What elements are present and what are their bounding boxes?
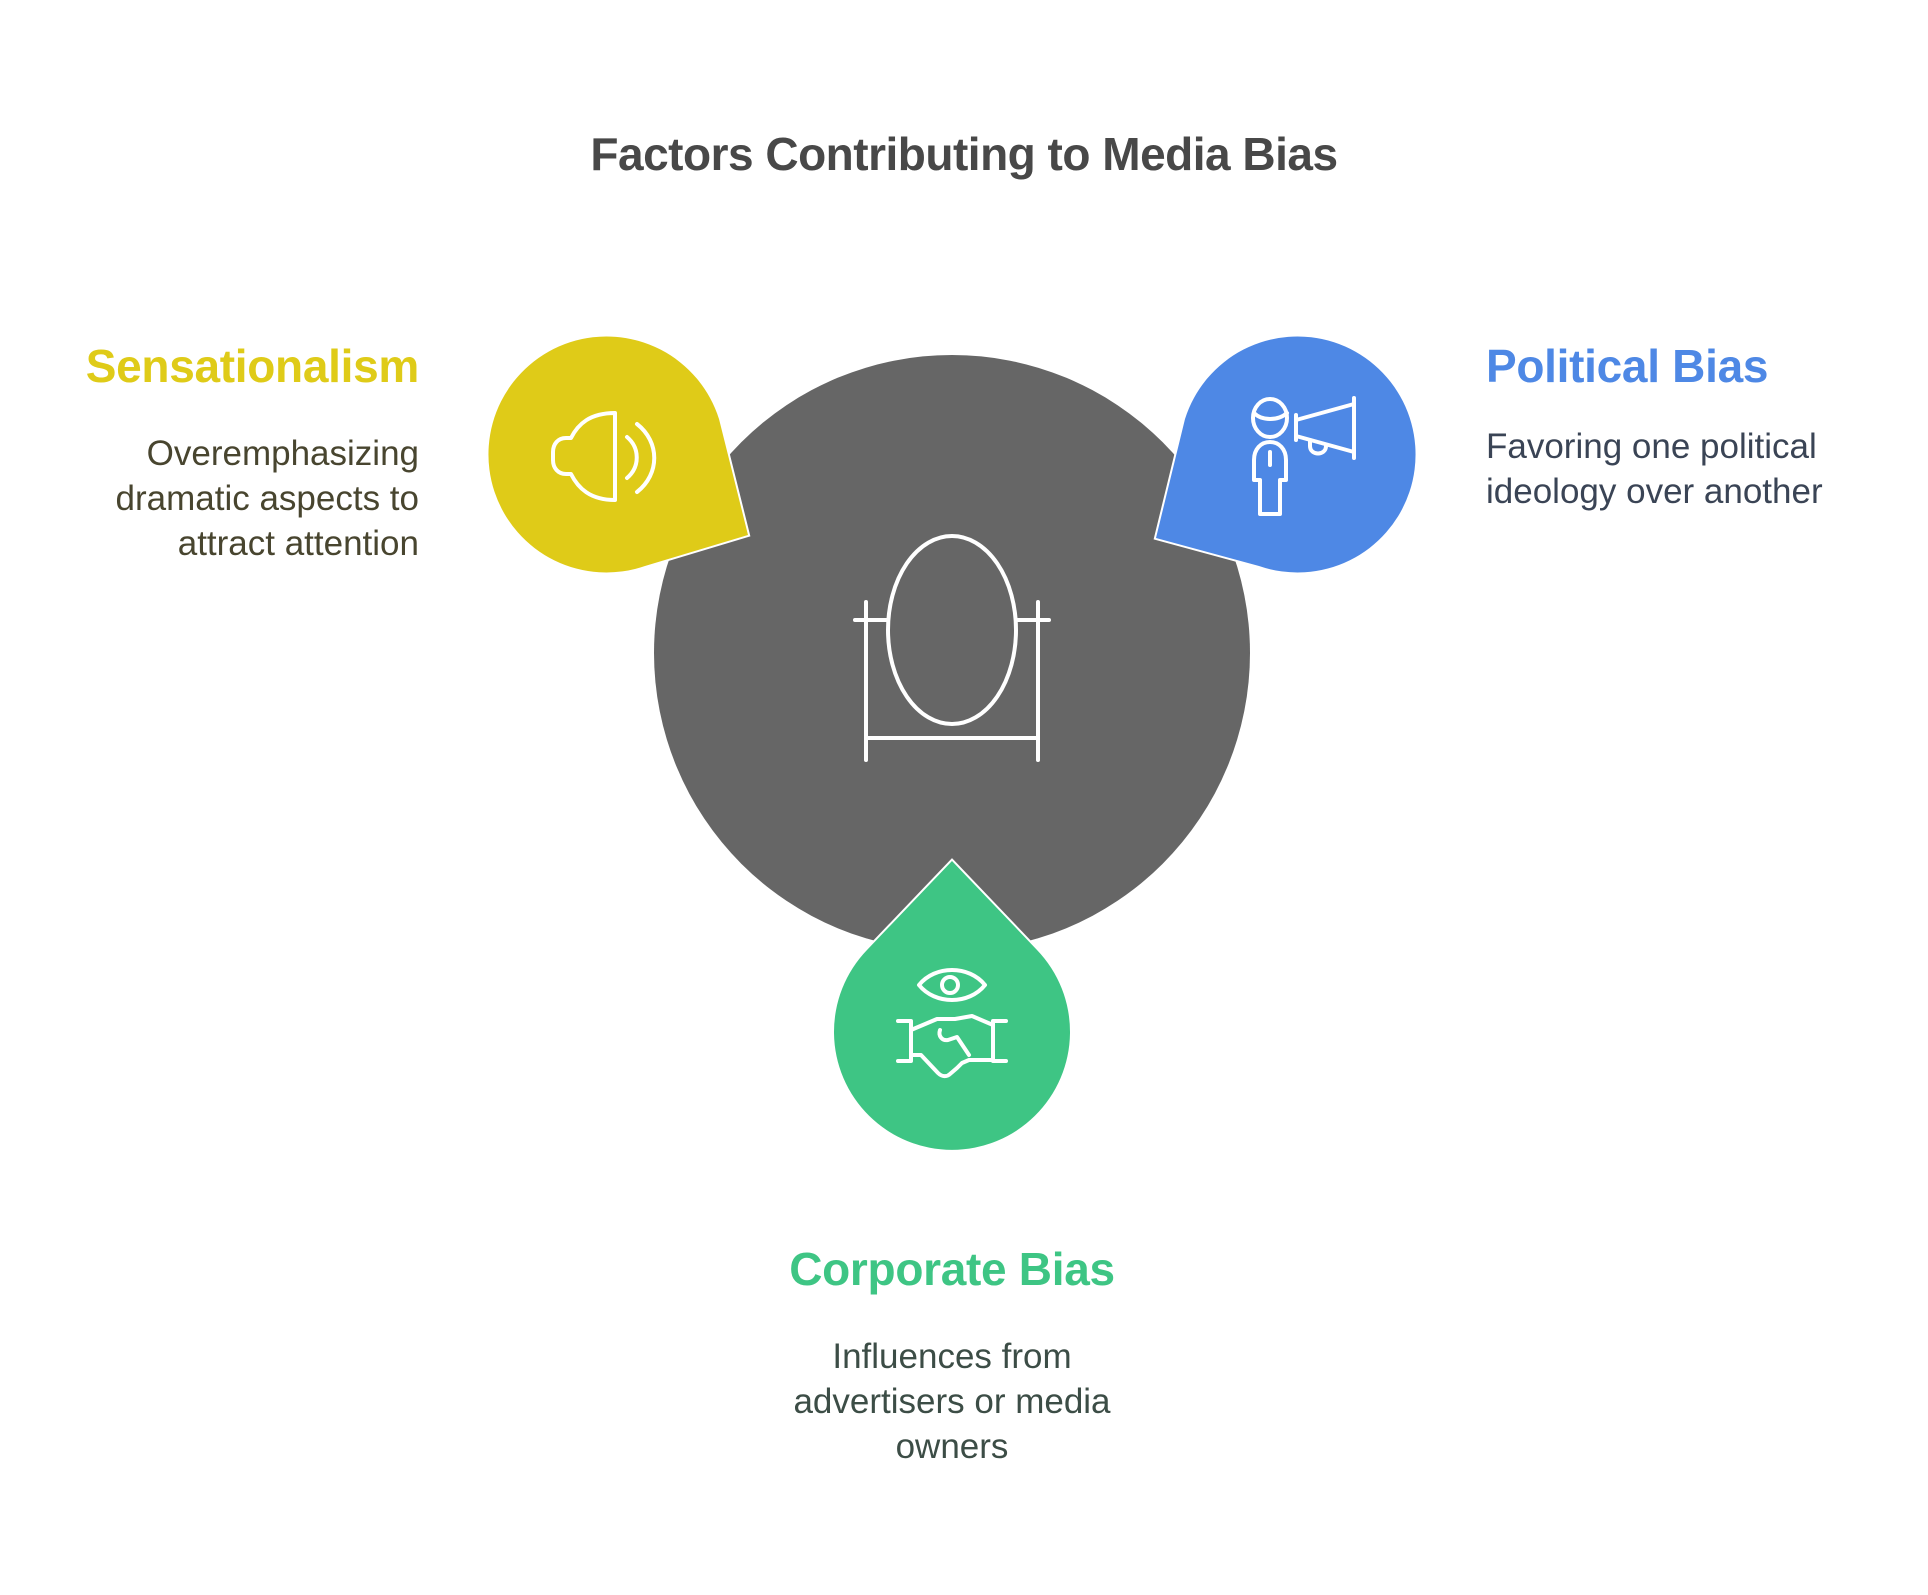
person-megaphone-icon xyxy=(1251,396,1356,516)
diagram-title: Factors Contributing to Media Bias xyxy=(590,128,1338,180)
political-bias-description: Favoring one political ideology over ano… xyxy=(1486,424,1823,514)
speaker-icon xyxy=(551,411,657,502)
mirror-icon xyxy=(853,534,1051,762)
description-line: attract attention xyxy=(177,524,419,563)
corporate-bias-drop xyxy=(832,858,1072,1152)
sensationalism-description: Overemphasizing dramatic aspects to attr… xyxy=(116,431,419,566)
corporate-bias-label: Corporate Bias xyxy=(789,1243,1115,1295)
description-line: ideology over another xyxy=(1486,472,1823,511)
description-line: dramatic aspects to xyxy=(115,479,419,518)
political-bias-label: Political Bias xyxy=(1486,340,1769,392)
description-line: Favoring one political xyxy=(1486,427,1817,466)
eye-handshake-icon xyxy=(896,968,1008,1079)
description-line: advertisers or media xyxy=(793,1382,1111,1421)
center-circle xyxy=(654,355,1250,951)
description-line: Overemphasizing xyxy=(146,434,419,473)
description-line: owners xyxy=(895,1427,1009,1466)
sensationalism-drop xyxy=(486,334,751,575)
corporate-bias-description: Influences from advertisers or media own… xyxy=(722,1334,1182,1469)
sensationalism-label: Sensationalism xyxy=(85,340,420,392)
description-line: Influences from xyxy=(832,1337,1072,1376)
